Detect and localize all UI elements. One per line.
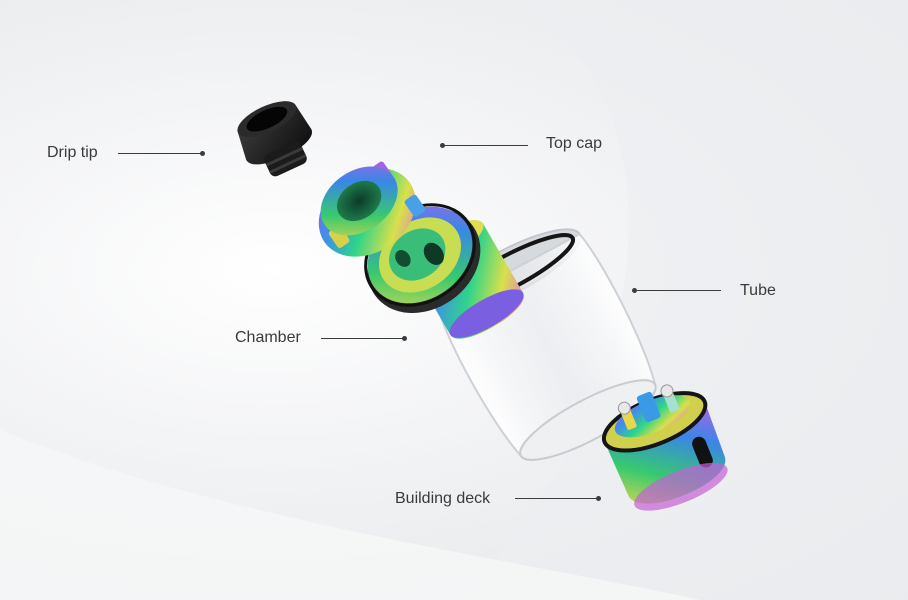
background-swoosh-2 [0,430,700,600]
dot-building-deck [596,496,601,501]
leader-top-cap [444,145,528,146]
chimney-part [318,161,426,257]
leader-building-deck [515,498,599,499]
label-drip-tip: Drip tip [47,144,98,161]
building-deck-part [601,384,728,511]
drip-tip-part [237,101,312,177]
dot-chamber [402,336,407,341]
label-tube: Tube [740,282,776,299]
leader-tube [637,290,721,291]
dot-top-cap [440,143,445,148]
dot-tube [632,288,637,293]
dot-drip-tip [200,151,205,156]
label-building-deck: Building deck [395,490,491,507]
leader-drip-tip [118,153,202,154]
label-top-cap: Top cap [546,135,603,152]
leader-chamber [321,338,405,339]
label-chamber: Chamber [235,329,301,346]
